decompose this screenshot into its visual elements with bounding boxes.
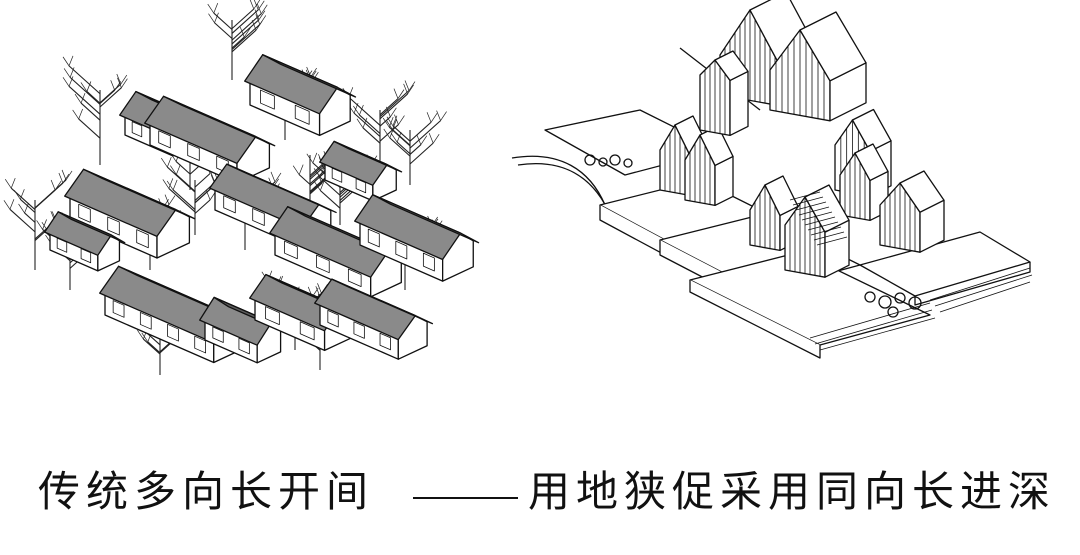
caption-traditional-text: 传统多向长开间	[38, 467, 375, 516]
house-8	[354, 194, 480, 282]
tree-4	[382, 110, 447, 185]
tree-0	[207, 0, 268, 80]
modern-volume-3	[684, 125, 734, 207]
modern-scheme-drawing	[511, 0, 1033, 359]
modern-volume-9	[699, 50, 749, 137]
central-stair	[789, 191, 848, 246]
house-12	[314, 278, 434, 360]
tree-1	[62, 55, 128, 165]
house-3	[319, 140, 403, 202]
modern-volume-8	[784, 184, 850, 278]
house-2	[244, 54, 357, 137]
traditional-village-drawing	[3, 0, 480, 375]
house-4	[64, 168, 196, 259]
modern-volume-6	[879, 170, 945, 253]
house-5	[44, 211, 126, 272]
caption-modern-text: 用地狭促采用同向长进深	[528, 467, 1057, 516]
illustration-area	[3, 0, 1033, 375]
caption-separator-dash	[413, 497, 518, 499]
caption-row: 传统多向长开间 用地狭促采用同向长进深	[0, 440, 1080, 540]
axonometric-drawings	[3, 0, 1033, 375]
modern-volume-1	[769, 11, 867, 122]
house-1	[144, 95, 276, 184]
